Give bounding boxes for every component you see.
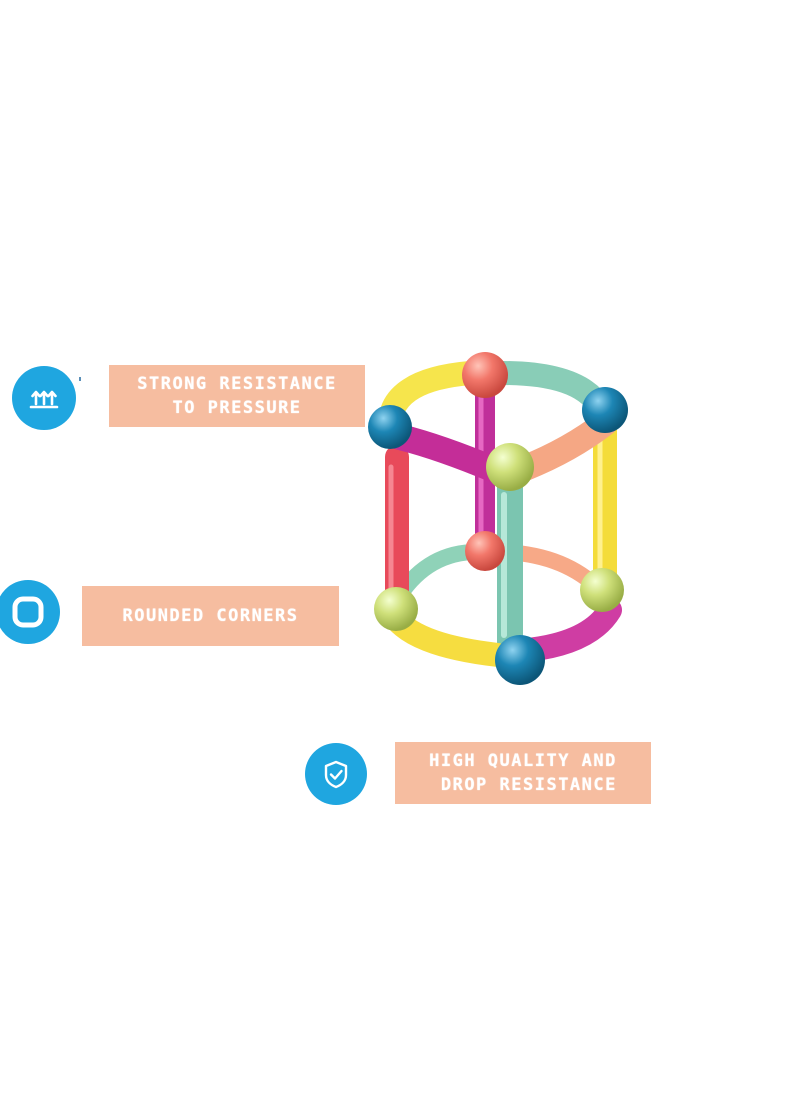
feature-label-rounded: ROUNDED CORNERS bbox=[82, 586, 339, 646]
ball-lime-bottom-right bbox=[580, 568, 624, 612]
ball-blue-top-left bbox=[368, 405, 412, 449]
feature-label-line: STRONG RESISTANCE bbox=[137, 374, 337, 394]
feature-label-line: HIGH QUALITY AND bbox=[429, 751, 617, 771]
shield-check-icon-glyph bbox=[324, 760, 348, 789]
ball-coral-bottom-back bbox=[465, 531, 505, 571]
rounded-square-icon-glyph bbox=[12, 596, 44, 628]
ball-lime-front-top bbox=[486, 443, 534, 491]
shield-check-icon bbox=[305, 743, 367, 805]
product-image bbox=[368, 352, 628, 685]
ball-blue-top-right bbox=[582, 387, 628, 433]
feature-label-quality: HIGH QUALITY AND DROP RESISTANCE bbox=[395, 742, 651, 804]
pressure-arrows-icon-glyph bbox=[29, 390, 59, 409]
feature-label-pressure: STRONG RESISTANCE TO PRESSURE bbox=[109, 365, 365, 427]
feature-label-line: TO PRESSURE bbox=[172, 398, 302, 418]
rod-magenta-bottom-front bbox=[516, 598, 622, 662]
feature-label-line: ROUNDED CORNERS bbox=[122, 606, 299, 626]
decorative-dot bbox=[79, 377, 81, 381]
ball-lime-bottom-left bbox=[374, 587, 418, 631]
ball-blue-bottom-front bbox=[495, 635, 545, 685]
rod-magenta-top-front bbox=[387, 424, 508, 483]
feature-label-line: DROP RESISTANCE bbox=[429, 775, 617, 795]
pressure-arrows-icon bbox=[12, 366, 76, 430]
rounded-square-icon bbox=[0, 580, 60, 644]
ball-coral-top bbox=[462, 352, 508, 398]
